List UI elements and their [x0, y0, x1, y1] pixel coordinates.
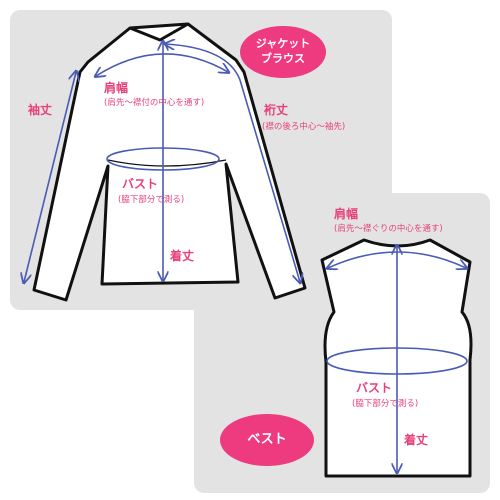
- jacket-bust-label: バスト: [122, 177, 159, 191]
- jacket-length-label: 着丈: [170, 249, 195, 263]
- vest-length-label: 着丈: [404, 433, 429, 447]
- jacket-yuki-note: (襟の後ろ中心～袖先): [262, 122, 346, 132]
- vest-bust-label: バスト: [356, 381, 393, 395]
- jacket-badge-line2: ブラウス: [260, 52, 305, 65]
- jacket-yuki-label: 裄丈: [264, 103, 289, 117]
- vest-badge-label: ベスト: [247, 432, 287, 448]
- vest-badge: ベスト: [220, 414, 314, 466]
- vest-measure-lines: [327, 246, 467, 472]
- jacket-bust-note: (脇下部分で測る): [118, 195, 185, 205]
- jacket-sleeve-label: 袖丈: [28, 103, 53, 117]
- jacket-badge-line1: ジャケット: [255, 37, 311, 51]
- vest-shoulder-note: (肩先～襟ぐりの中心を通す): [334, 224, 443, 234]
- jacket-shoulder-label: 肩幅: [104, 81, 129, 95]
- jacket-yuki-arrow: [166, 44, 300, 282]
- jacket-blouse-badge: ジャケット ブラウス: [240, 26, 326, 78]
- jacket-sleeve-arrow: [24, 72, 76, 282]
- vest-bust-note: (脇下部分で測る): [352, 399, 419, 409]
- vest-shoulder-label: 肩幅: [334, 207, 359, 221]
- jacket-shoulder-note: (肩先～襟付の中心を通す): [104, 98, 205, 108]
- jacket-measure-lines: [24, 42, 300, 282]
